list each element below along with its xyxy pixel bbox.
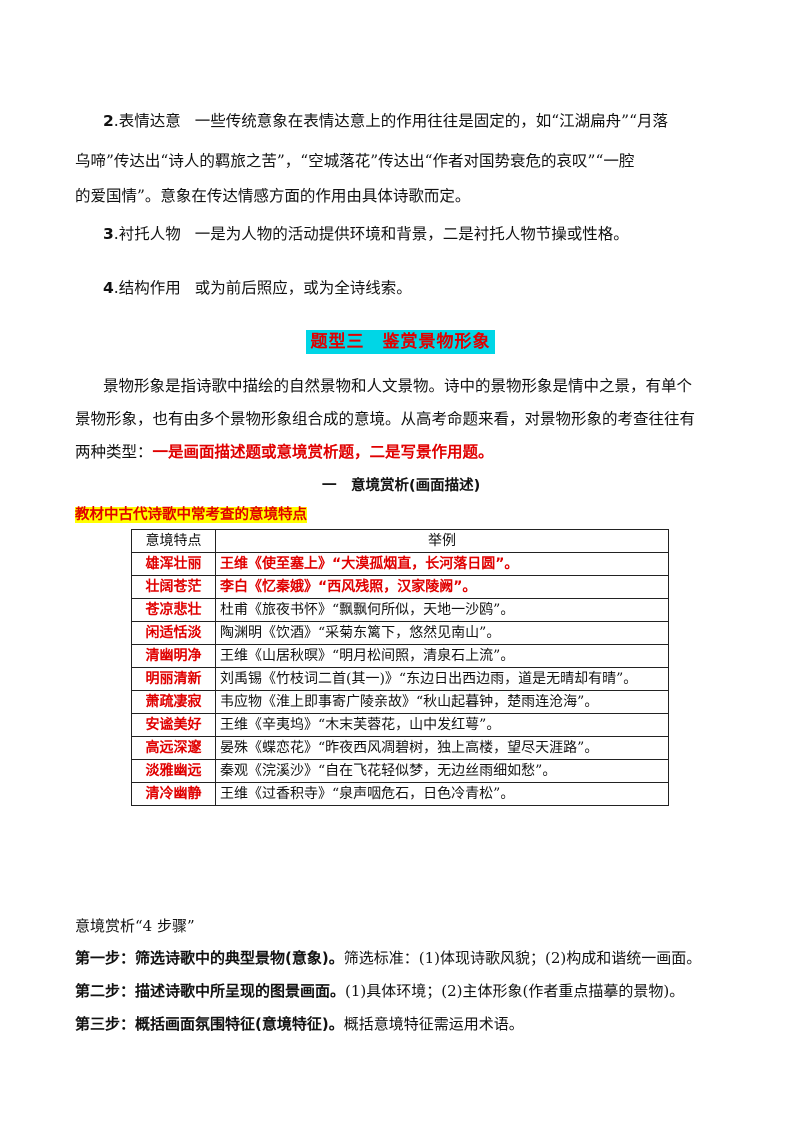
intro-highlight: 一是画面描述题或意境赏析题，二是写景作用题。 bbox=[152, 443, 494, 461]
item-label: .表情达意 bbox=[113, 112, 181, 130]
table-row: 高远深邃晏殊《蝶恋花》“昨夜西风凋碧树，独上高楼，望尽天涯路”。 bbox=[131, 736, 669, 760]
step-3: 第三步：概括画面氛围特征(意境特征)。概括意境特征需运用术语。 bbox=[75, 1014, 524, 1034]
header-example: 举例 bbox=[215, 529, 669, 553]
intro-line2: 景物形象，也有由多个景物形象组合成的意境。从高考命题来看，对景物形象的考查往往有 bbox=[75, 410, 696, 428]
paragraph-2-line3: 的爱国情”。意象在传达情感方面的作用由具体诗歌而定。 bbox=[75, 187, 471, 205]
paragraph-text: 或为前后照应，或为全诗线索。 bbox=[194, 279, 412, 297]
table-row: 清幽明净王维《山居秋暝》“明月松间照，清泉石上流”。 bbox=[131, 644, 669, 668]
imagery-table: 意境特点 举例 雄浑壮丽王维《使至塞上》“大漠孤烟直，长河落日圆”。壮阔苍茫李白… bbox=[131, 529, 669, 806]
feature-cell: 雄浑壮丽 bbox=[131, 552, 216, 576]
paragraph-4: 4.结构作用或为前后照应，或为全诗线索。 bbox=[103, 278, 412, 298]
item-number: 2 bbox=[103, 112, 114, 130]
example-cell: 杜甫《旅夜书怀》“飘飘何所似，天地一沙鸥”。 bbox=[215, 598, 669, 622]
example-cell: 王维《过香积寺》“泉声咽危石，日色冷青松”。 bbox=[215, 782, 669, 806]
table-row: 明丽清新刘禹锡《竹枝词二首(其一)》“东边日出西边雨，道是无晴却有晴”。 bbox=[131, 667, 669, 691]
step-2: 第二步：描述诗歌中所呈现的图景画面。(1)具体环境；(2)主体形象(作者重点描摹… bbox=[75, 981, 684, 1001]
table-row: 安谧美好王维《辛夷坞》“木末芙蓉花，山中发红萼”。 bbox=[131, 713, 669, 737]
feature-cell: 清幽明净 bbox=[131, 644, 216, 668]
item-label: .衬托人物 bbox=[113, 225, 181, 243]
table-row: 雄浑壮丽王维《使至塞上》“大漠孤烟直，长河落日圆”。 bbox=[131, 552, 669, 576]
feature-cell: 苍凉悲壮 bbox=[131, 598, 216, 622]
intro-line3: 两种类型：一是画面描述题或意境赏析题，二是写景作用题。 bbox=[75, 442, 494, 462]
example-cell: 秦观《浣溪沙》“自在飞花轻似梦，无边丝雨细如愁”。 bbox=[215, 759, 669, 783]
feature-cell: 萧疏凄寂 bbox=[131, 690, 216, 714]
table-caption-wrap: 教材中古代诗歌中常考查的意境特点 bbox=[75, 503, 307, 524]
header-feature: 意境特点 bbox=[131, 529, 216, 553]
step-label: 第一步：筛选诗歌中的典型景物(意象)。 bbox=[75, 949, 344, 967]
item-label: .结构作用 bbox=[113, 279, 181, 297]
example-cell: 王维《使至塞上》“大漠孤烟直，长河落日圆”。 bbox=[215, 552, 669, 576]
feature-cell: 高远深邃 bbox=[131, 736, 216, 760]
example-cell: 王维《辛夷坞》“木末芙蓉花，山中发红萼”。 bbox=[215, 713, 669, 737]
paragraph-2-line2: 乌啼”传达出“诗人的羁旅之苦”，“空城落花”传达出“作者对国势衰危的哀叹”“一腔 bbox=[75, 152, 635, 170]
intro-plain: 两种类型： bbox=[75, 443, 153, 461]
example-cell: 刘禹锡《竹枝词二首(其一)》“东边日出西边雨，道是无晴却有晴”。 bbox=[215, 667, 669, 691]
table-row: 清冷幽静王维《过香积寺》“泉声咽危石，日色冷青松”。 bbox=[131, 782, 669, 806]
table-caption: 教材中古代诗歌中常考查的意境特点 bbox=[75, 507, 307, 523]
example-cell: 陶渊明《饮酒》“采菊东篱下，悠然见南山”。 bbox=[215, 621, 669, 645]
step-1: 第一步：筛选诗歌中的典型景物(意象)。筛选标准：(1)体现诗歌风貌；(2)构成和… bbox=[75, 948, 701, 968]
feature-cell: 安谧美好 bbox=[131, 713, 216, 737]
table-header-row: 意境特点 举例 bbox=[131, 529, 669, 553]
paragraph-3: 3.衬托人物一是为人物的活动提供环境和背景，二是衬托人物节操或性格。 bbox=[103, 224, 629, 244]
example-cell: 王维《山居秋暝》“明月松间照，清泉石上流”。 bbox=[215, 644, 669, 668]
example-cell: 晏殊《蝶恋花》“昨夜西风凋碧树，独上高楼，望尽天涯路”。 bbox=[215, 736, 669, 760]
feature-cell: 壮阔苍茫 bbox=[131, 575, 216, 599]
example-cell: 李白《忆秦娥》“西风残照，汉家陵阙”。 bbox=[215, 575, 669, 599]
paragraph-2-line1: 2.表情达意一些传统意象在表情达意上的作用往往是固定的，如“江湖扁舟”“月落 bbox=[103, 111, 668, 131]
step-text: 概括意境特征需运用术语。 bbox=[343, 1015, 524, 1033]
item-number: 3 bbox=[103, 225, 114, 243]
step-label: 第三步：概括画面氛围特征(意境特征)。 bbox=[75, 1015, 344, 1033]
feature-cell: 淡雅幽远 bbox=[131, 759, 216, 783]
intro-line1: 景物形象是指诗歌中描绘的自然景物和人文景物。诗中的景物形象是情中之景，有单个 bbox=[103, 377, 693, 395]
item-number: 4 bbox=[103, 279, 114, 297]
section-title: 题型三 鉴赏景物形象 bbox=[306, 330, 495, 354]
table-row: 闲适恬淡陶渊明《饮酒》“采菊东篱下，悠然见南山”。 bbox=[131, 621, 669, 645]
step-text: (1)具体环境；(2)主体形象(作者重点描摹的景物)。 bbox=[345, 982, 685, 1000]
paragraph-text: 一是为人物的活动提供环境和背景，二是衬托人物节操或性格。 bbox=[194, 225, 629, 243]
table-row: 淡雅幽远秦观《浣溪沙》“自在飞花轻似梦，无边丝雨细如愁”。 bbox=[131, 759, 669, 783]
steps-title: 意境赏析“4 步骤” bbox=[75, 917, 195, 935]
paragraph-text: 一些传统意象在表情达意上的作用往往是固定的，如“江湖扁舟”“月落 bbox=[194, 112, 669, 130]
table-row: 萧疏凄寂韦应物《淮上即事寄广陵亲故》“秋山起暮钟，楚雨连沧海”。 bbox=[131, 690, 669, 714]
table-row: 壮阔苍茫李白《忆秦娥》“西风残照，汉家陵阙”。 bbox=[131, 575, 669, 599]
example-cell: 韦应物《淮上即事寄广陵亲故》“秋山起暮钟，楚雨连沧海”。 bbox=[215, 690, 669, 714]
table-row: 苍凉悲壮杜甫《旅夜书怀》“飘飘何所似，天地一沙鸥”。 bbox=[131, 598, 669, 622]
feature-cell: 清冷幽静 bbox=[131, 782, 216, 806]
step-text: 筛选标准：(1)体现诗歌风貌；(2)构成和谐统一画面。 bbox=[343, 949, 702, 967]
step-label: 第二步：描述诗歌中所呈现的图景画面。 bbox=[75, 982, 346, 1000]
subsection-title: 一 意境赏析(画面描述) bbox=[322, 478, 481, 494]
feature-cell: 明丽清新 bbox=[131, 667, 216, 691]
feature-cell: 闲适恬淡 bbox=[131, 621, 216, 645]
